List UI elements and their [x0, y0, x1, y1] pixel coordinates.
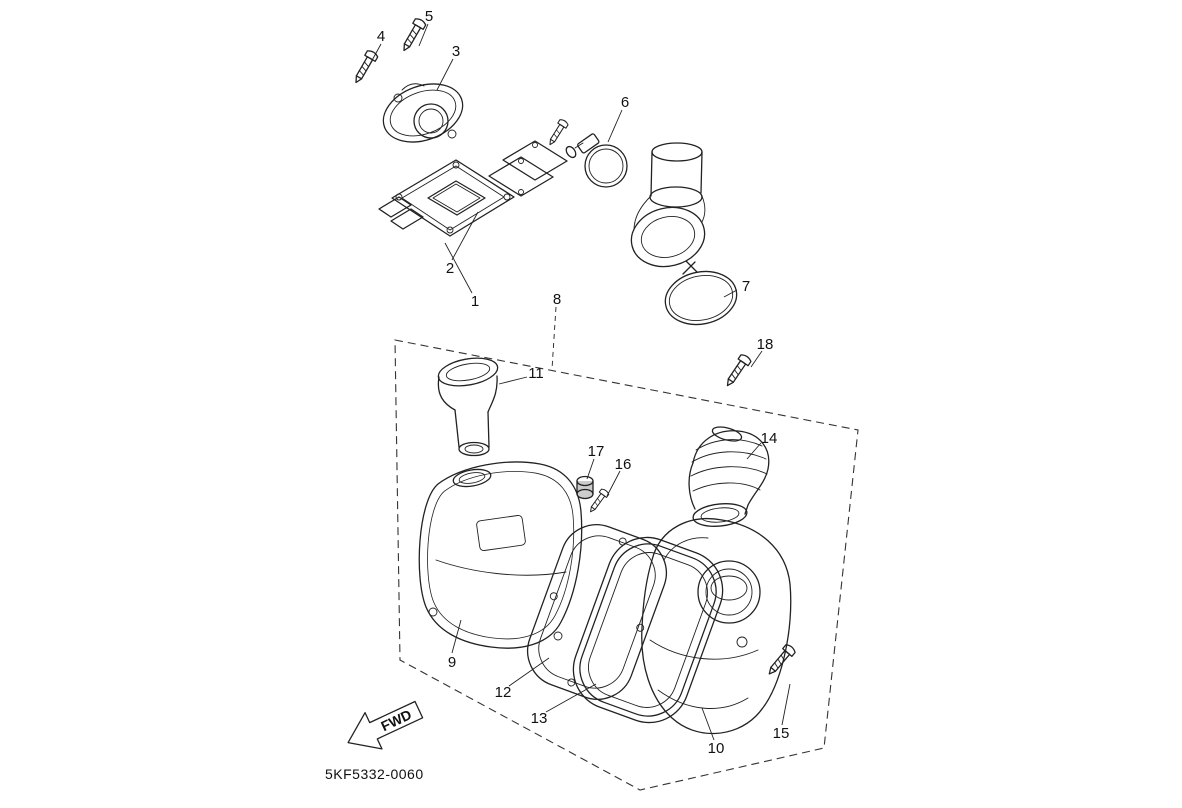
- callout-8: 8: [553, 291, 561, 308]
- callout-5: 5: [425, 8, 433, 25]
- part-15-screw: [768, 644, 796, 675]
- part-5-screw: [403, 18, 427, 52]
- part-1-valve-seat-gasket: [378, 159, 515, 237]
- assembly-boundary-dashed-box: [394, 339, 859, 791]
- callout-4: 4: [377, 28, 385, 45]
- callout-7: 7: [742, 278, 750, 295]
- callout-14: 14: [761, 430, 778, 447]
- callout-1: 1: [471, 293, 479, 310]
- part-9-air-cleaner-case: [418, 461, 583, 649]
- part-4-screw: [355, 50, 379, 84]
- callout-9: 9: [448, 654, 456, 671]
- callout-15: 15: [773, 725, 790, 742]
- callout-17: 17: [588, 443, 605, 460]
- part-2-reed-valve: [488, 140, 568, 197]
- part-13-filter-element: [572, 536, 724, 724]
- part-14-air-intake-joint: [688, 426, 770, 527]
- part-12-case-seal: [527, 524, 667, 700]
- part-6-hose-clamp: [565, 133, 628, 188]
- part-18-screw: [726, 354, 752, 387]
- part-11-intake-duct: [437, 357, 499, 457]
- callout-13: 13: [531, 710, 548, 727]
- reed-plate-screw: [549, 119, 569, 146]
- leader-lines: [369, 23, 791, 741]
- part-3-carburetor-joint: [382, 83, 464, 143]
- intake-hose-body: [630, 142, 706, 268]
- part-17-bushing: [576, 475, 594, 500]
- callout-18: 18: [757, 336, 774, 353]
- part-10-air-cleaner-cover: [641, 518, 792, 735]
- callout-3: 3: [452, 43, 460, 60]
- part-16-bolt: [590, 488, 610, 513]
- callout-11: 11: [528, 365, 544, 382]
- callout-16: 16: [615, 456, 632, 473]
- callout-2: 2: [446, 260, 454, 277]
- diagram-code: 5KF5332-0060: [325, 766, 424, 782]
- callout-10: 10: [708, 740, 725, 757]
- part-7-wire-clamp: [664, 260, 738, 326]
- callout-12: 12: [495, 684, 512, 701]
- callout-6: 6: [621, 94, 629, 111]
- fwd-direction-arrow: FWD: [347, 700, 424, 750]
